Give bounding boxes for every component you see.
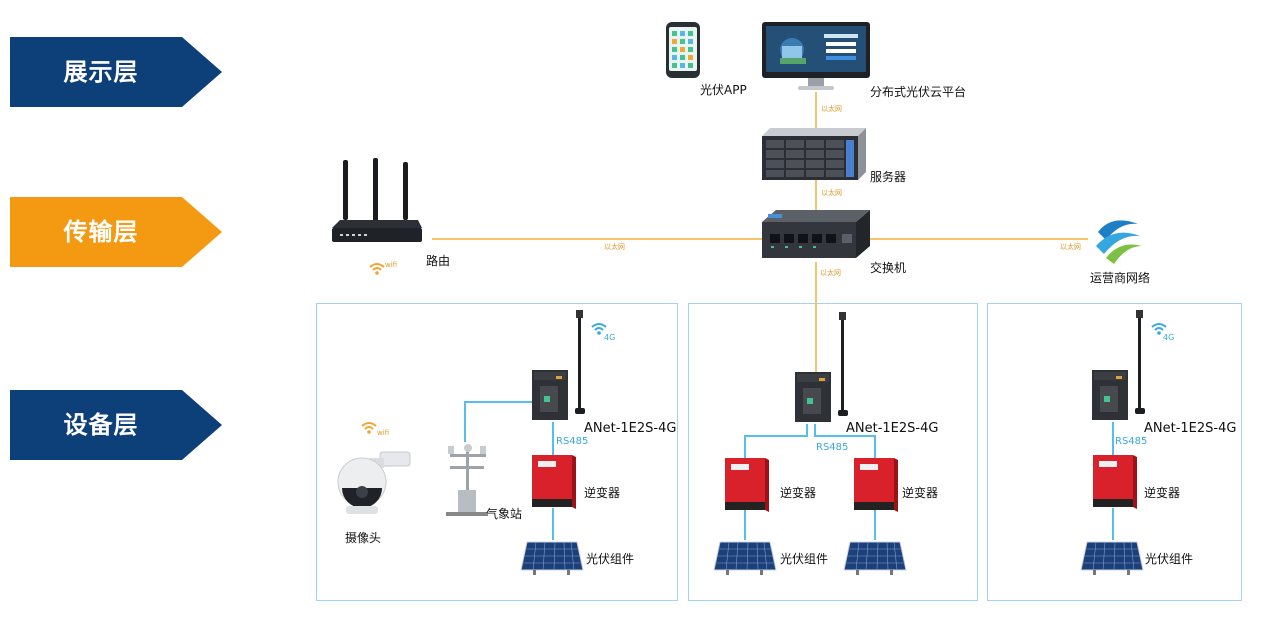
panel2-pv-module-a-icon (713, 541, 777, 575)
panel3-inverter-icon (1093, 455, 1137, 509)
device-panel-1 (316, 303, 678, 601)
device-layer-label: 设备层 (63, 411, 139, 439)
panel2-gateway-label: ANet-1E2S-4G (846, 421, 939, 436)
transmission-layer-banner: 传输层 (10, 197, 222, 267)
panel2-rs485-label: RS485 (816, 442, 849, 453)
panel2-inverter-a-label: 逆变器 (780, 486, 817, 500)
panel1-pv-module-icon (520, 541, 584, 575)
panel3-inverter-label: 逆变器 (1144, 486, 1181, 500)
panel2-pv-module-b-icon (843, 541, 907, 575)
panel1-pv-label: 光伏组件 (586, 552, 635, 566)
ethernet-label-3: 以太网 (820, 269, 841, 277)
router-wifi-icon (369, 263, 385, 275)
switch-label: 交换机 (870, 261, 907, 275)
transmission-layer-label: 传输层 (63, 218, 139, 246)
panel3-pv-module-icon (1080, 541, 1144, 575)
app-label: 光伏APP (700, 83, 747, 97)
panel2-pv-a-label: 光伏组件 (780, 552, 829, 566)
camera-wifi-text: wifi (377, 429, 390, 437)
display-layer-arrow-shape (10, 37, 222, 107)
panel1-rs485-label: RS485 (556, 436, 589, 447)
ethernet-label-router: 以太网 (604, 243, 625, 251)
panel2-gateway-icon (795, 312, 848, 422)
camera-icon (337, 451, 411, 514)
display-layer-banner: 展示层 (10, 37, 222, 107)
display-layer-label: 展示层 (63, 58, 139, 86)
device-layer-arrow-shape (10, 390, 222, 460)
panel3-4g-text: 4G (1163, 333, 1175, 342)
camera-wifi-icon (361, 422, 377, 434)
ethernet-label-1: 以太网 (821, 105, 842, 113)
transmission-layer-arrow-shape (10, 197, 222, 267)
weather-station-label: 气象站 (486, 507, 523, 521)
panel1-gateway-label: ANet-1E2S-4G (584, 421, 677, 436)
panel1-gateway-icon (532, 310, 585, 420)
panel2-inverter-a-icon (725, 458, 769, 512)
monitor-platform-icon (762, 22, 870, 90)
device-layer-banner: 设备层 (10, 390, 222, 460)
panel2-inverter-b-icon (854, 458, 898, 512)
panel1-inverter-icon (532, 455, 576, 509)
phone-app-icon (666, 22, 700, 78)
platform-label: 分布式光伏云平台 (870, 85, 967, 99)
panel2-inverter-b-label: 逆变器 (902, 486, 939, 500)
router-icon (332, 158, 422, 242)
weather-station-icon (446, 444, 488, 516)
panel3-4g-signal-icon (1151, 323, 1167, 335)
panel1-4g-text: 4G (604, 333, 616, 342)
panel3-gateway-icon (1092, 310, 1145, 420)
panel1-inverter-label: 逆变器 (584, 486, 621, 500)
rs485-line-inverter-2a (744, 424, 808, 458)
panel3-rs485-label: RS485 (1115, 436, 1148, 447)
carrier-network-logo (1092, 212, 1144, 264)
router-label: 路由 (426, 254, 451, 268)
ethernet-label-carrier: 以太网 (1060, 243, 1081, 251)
server-icon (762, 128, 866, 180)
camera-label: 摄像头 (345, 531, 382, 545)
ethernet-label-2: 以太网 (821, 189, 842, 197)
panel3-pv-label: 光伏组件 (1145, 552, 1194, 566)
carrier-label: 运营商网络 (1090, 271, 1151, 285)
rs485-line-inverter-2b (814, 424, 876, 458)
rs485-line-weather (464, 401, 532, 442)
panel1-4g-signal-icon (591, 323, 607, 335)
server-label: 服务器 (870, 170, 907, 184)
panel3-gateway-label: ANet-1E2S-4G (1144, 421, 1237, 436)
router-wifi-text: wifi (385, 261, 398, 269)
switch-icon (762, 210, 870, 258)
